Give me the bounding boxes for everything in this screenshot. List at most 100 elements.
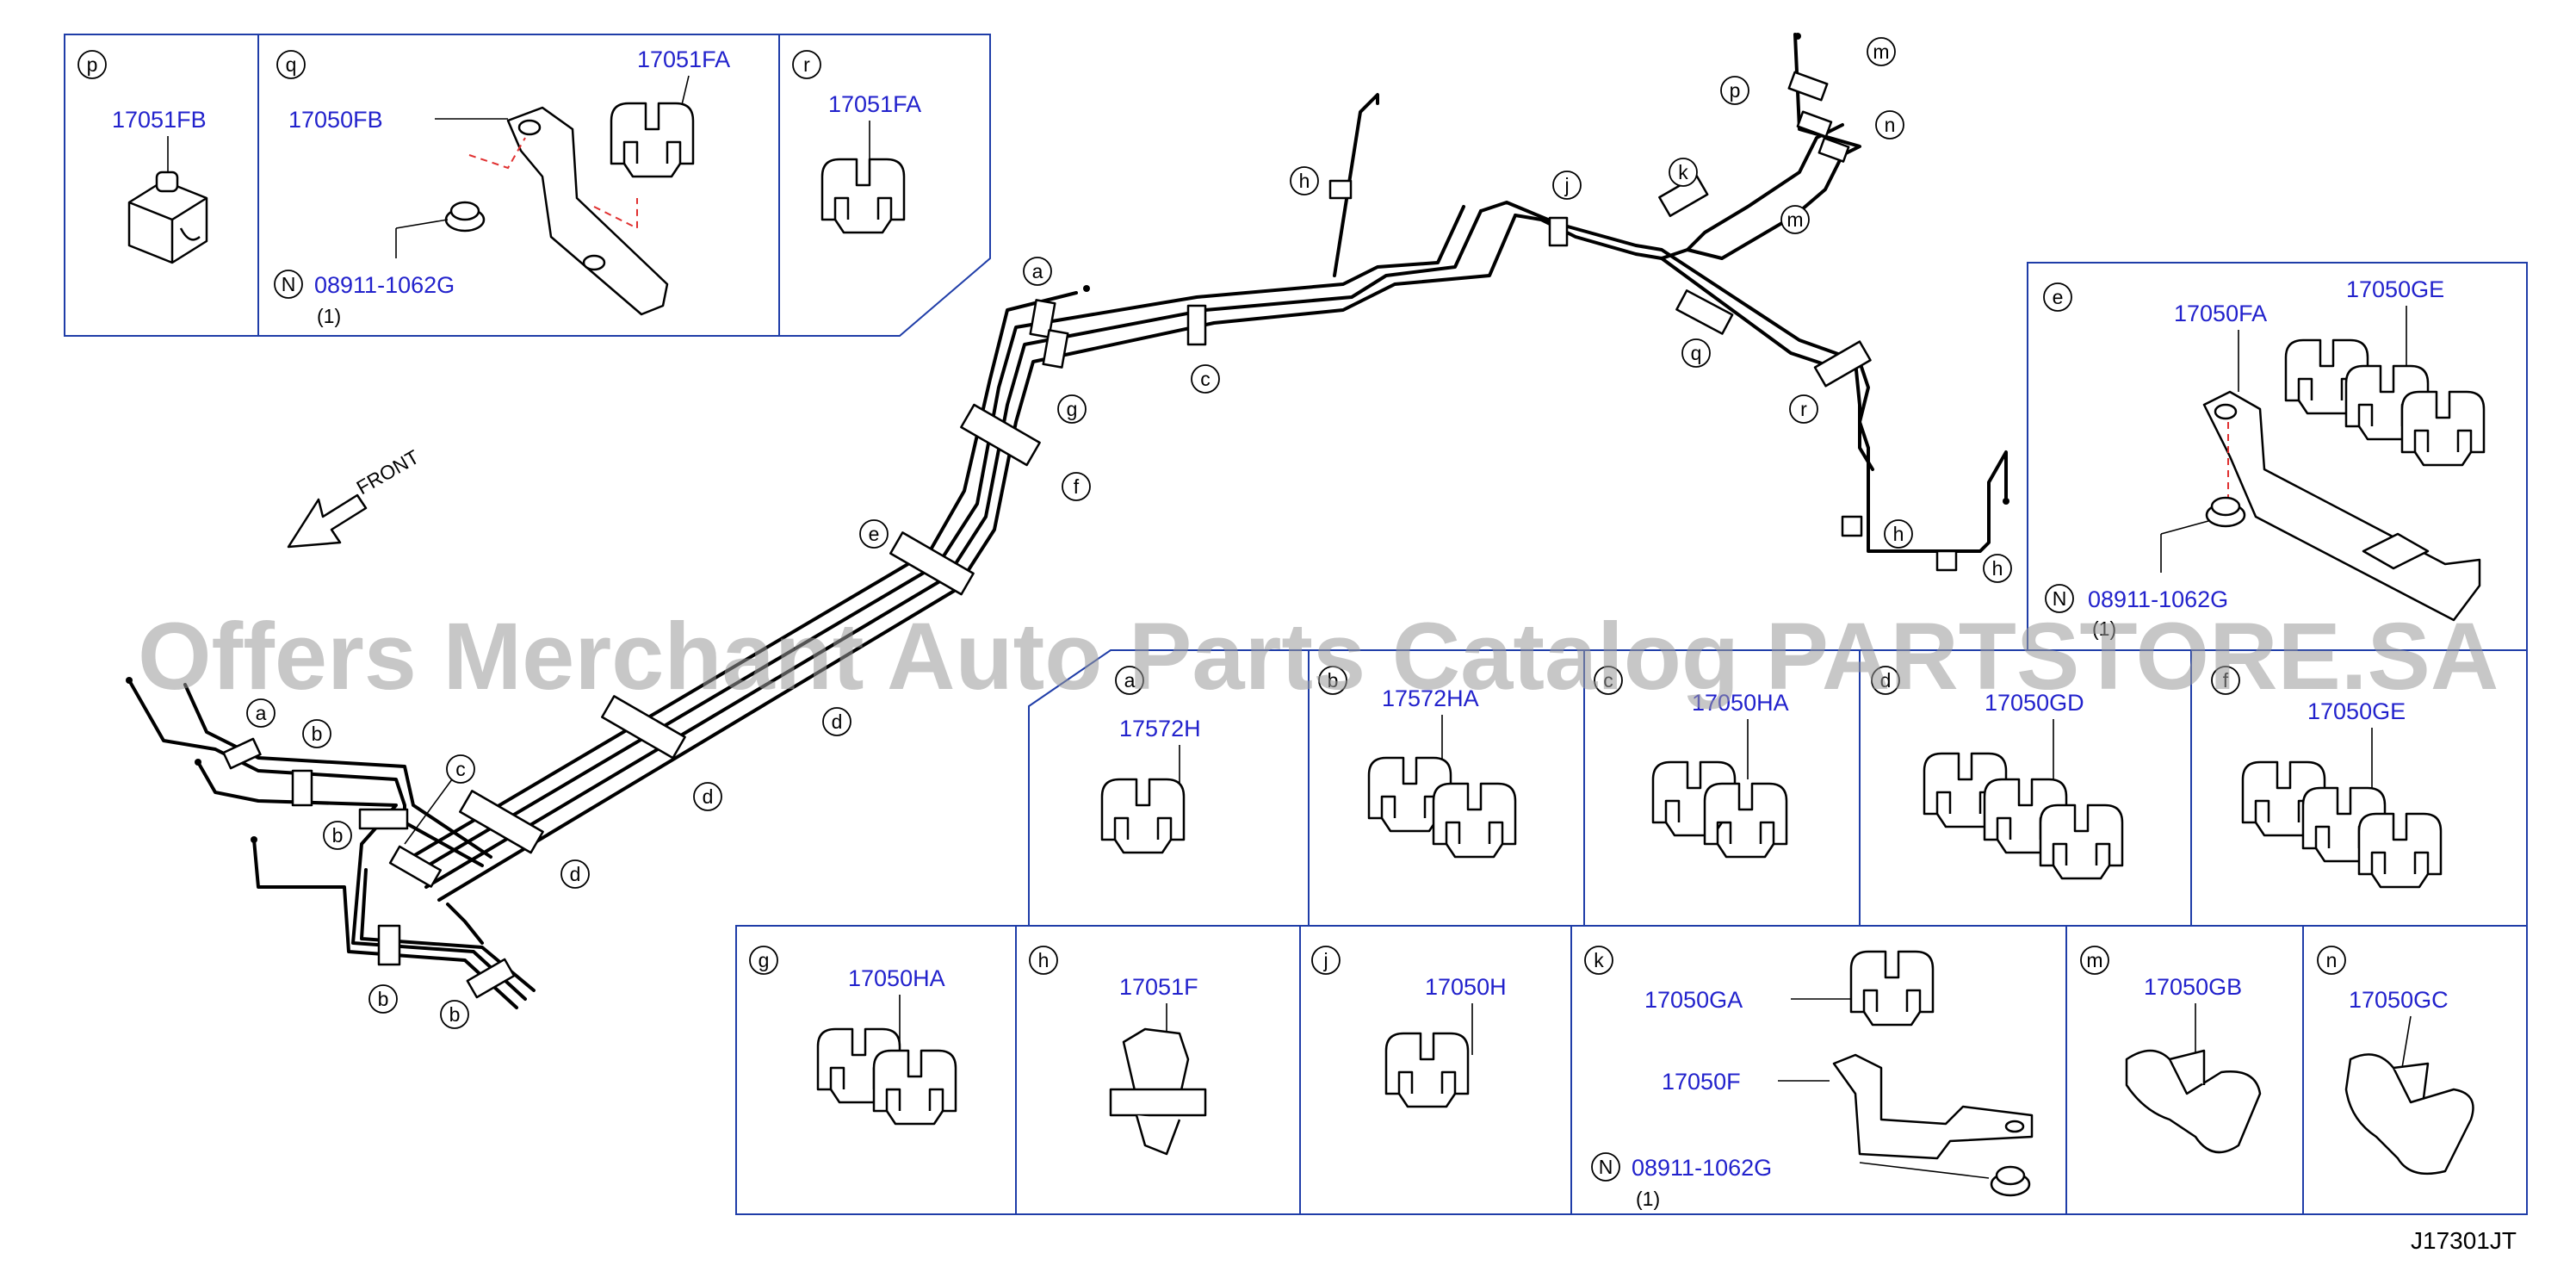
svg-text:m: m <box>1786 208 1803 231</box>
callout-h-r2[interactable]: h <box>1983 554 2012 583</box>
panel-j[interactable]: j 17050H <box>1311 946 1507 1108</box>
part-number[interactable]: 17050HA <box>848 965 945 991</box>
callout-q-mid[interactable]: q <box>1681 338 1711 368</box>
nut-part-number[interactable]: 08911-1062G <box>2088 586 2228 612</box>
callout-a-top[interactable]: a <box>1023 257 1052 286</box>
panel-h[interactable]: h 17051F <box>1029 946 1207 1156</box>
part-number-bracket[interactable]: 17050FA <box>2174 301 2267 326</box>
callout-k <box>1584 946 1613 975</box>
svg-text:d: d <box>832 710 843 733</box>
panel-r[interactable]: r 17051FA <box>792 50 921 234</box>
panel-row-middle <box>1028 649 2528 927</box>
svg-text:n: n <box>1885 114 1896 136</box>
panel-e[interactable]: e 17050FA 17050GE N 08911-1062G (1) <box>2027 262 2528 651</box>
panel-c[interactable]: c 17050HA <box>1594 666 1789 859</box>
double-clip-icon <box>816 1027 957 1126</box>
callout-e-mid[interactable]: e <box>859 519 889 549</box>
callout-a-left[interactable]: a <box>246 698 276 728</box>
part-number[interactable]: 17050GD <box>1985 690 2084 716</box>
part-number[interactable]: 17050GE <box>2307 698 2406 724</box>
panel-n[interactable]: n 17050GC <box>2317 946 2474 1176</box>
callout-b-4[interactable]: b <box>440 1000 469 1029</box>
svg-text:j: j <box>1564 174 1569 196</box>
svg-text:b: b <box>449 1003 461 1026</box>
part-number[interactable]: 17051FA <box>828 91 921 117</box>
part-number[interactable]: 17051F <box>1119 974 1198 1000</box>
nut-qty: (1) <box>1636 1188 1660 1210</box>
callout-j <box>1311 946 1341 975</box>
part-number[interactable]: 17050GC <box>2349 987 2449 1013</box>
callout-b-3[interactable]: b <box>368 984 398 1014</box>
part-number-clip[interactable]: 17050GA <box>1644 987 1743 1013</box>
callout-d-2[interactable]: d <box>693 782 722 811</box>
callout-letter: h <box>1038 949 1050 971</box>
nut-part-number[interactable]: 08911-1062G <box>314 272 455 298</box>
svg-text:h: h <box>1299 170 1310 192</box>
panel-m[interactable]: m 17050GB <box>2080 946 2262 1154</box>
callout-b-1[interactable]: b <box>302 719 331 748</box>
part-number[interactable]: 17050H <box>1425 974 1507 1000</box>
bracket-icon <box>506 106 669 316</box>
callout-f <box>2211 666 2240 695</box>
nut-qty: (1) <box>317 305 341 327</box>
callout-r <box>792 50 821 79</box>
clip-icon <box>1849 950 1935 1027</box>
callout-n-top[interactable]: n <box>1875 110 1904 140</box>
svg-text:f: f <box>1074 475 1080 498</box>
callout-q <box>276 50 306 79</box>
svg-text:c: c <box>1200 368 1211 390</box>
callout-r-mid[interactable]: r <box>1789 394 1818 424</box>
bracket-icon <box>1832 1053 2034 1160</box>
callout-letter: b <box>1328 669 1339 692</box>
svg-text:d: d <box>703 785 714 808</box>
svg-text:a: a <box>256 702 267 724</box>
part-number[interactable]: 17572H <box>1119 716 1201 741</box>
panel-b[interactable]: b 17572HA <box>1318 666 1517 859</box>
panel-p[interactable]: p 17051FB <box>77 50 208 264</box>
panel-f[interactable]: f 17050GE <box>2211 666 2443 889</box>
clip-icon <box>610 102 695 178</box>
spring-clip-icon <box>2344 1053 2474 1176</box>
callout-j-top[interactable]: j <box>1552 171 1582 200</box>
panel-k[interactable]: k 17050GA 17050F N 08911-1062G (1) <box>1584 946 2034 1210</box>
callout-h-r1[interactable]: h <box>1884 519 1913 549</box>
panel-a[interactable]: a 17572H <box>1100 666 1201 854</box>
callout-g-top[interactable]: g <box>1057 394 1087 424</box>
callout-m-top[interactable]: m <box>1867 37 1896 66</box>
svg-text:g: g <box>1067 398 1078 420</box>
front-direction-arrow: FRONT <box>287 445 423 549</box>
part-number-bracket[interactable]: 17050FB <box>288 107 383 133</box>
callout-c <box>1594 666 1623 695</box>
part-number[interactable]: 17050GB <box>2144 974 2242 1000</box>
watermark: Offers Merchant Auto Parts Catalog PARTS… <box>138 604 2499 710</box>
callout-f-mid[interactable]: f <box>1062 472 1091 501</box>
double-clip-icon <box>1651 760 1788 859</box>
svg-text:b: b <box>312 723 323 745</box>
svg-text:p: p <box>1730 79 1741 102</box>
callout-m-low[interactable]: m <box>1780 205 1810 234</box>
panel-d[interactable]: d 17050GD <box>1871 666 2124 880</box>
panel-q[interactable]: q 17050FB 17051FA N 08911-1062G <box>274 47 730 327</box>
callout-c-top[interactable]: c <box>1191 364 1220 394</box>
callout-h-top[interactable]: h <box>1290 166 1319 195</box>
nut-icon <box>444 201 486 233</box>
callout-k-top[interactable]: k <box>1669 158 1698 187</box>
svg-text:c: c <box>455 758 466 780</box>
callout-p-top[interactable]: p <box>1720 76 1749 105</box>
callout-d-3[interactable]: d <box>560 859 590 889</box>
part-number-clip[interactable]: 17051FA <box>637 47 730 72</box>
callout-letter: j <box>1322 949 1328 971</box>
part-number[interactable]: 17050HA <box>1692 690 1789 716</box>
part-number[interactable]: 17572HA <box>1382 686 1479 711</box>
nut-part-number[interactable]: 08911-1062G <box>1632 1155 1772 1181</box>
callout-b-2[interactable]: b <box>323 821 352 850</box>
part-number-bracket[interactable]: 17050F <box>1662 1069 1741 1095</box>
panel-g[interactable]: g 17050HA <box>749 946 957 1126</box>
part-number[interactable]: 17051FB <box>112 107 207 133</box>
callout-d <box>1871 666 1900 695</box>
part-number-clip[interactable]: 17050GE <box>2346 276 2444 302</box>
callout-c-left[interactable]: c <box>404 754 475 845</box>
svg-text:e: e <box>869 523 880 545</box>
callout-d-1[interactable]: d <box>822 707 851 736</box>
